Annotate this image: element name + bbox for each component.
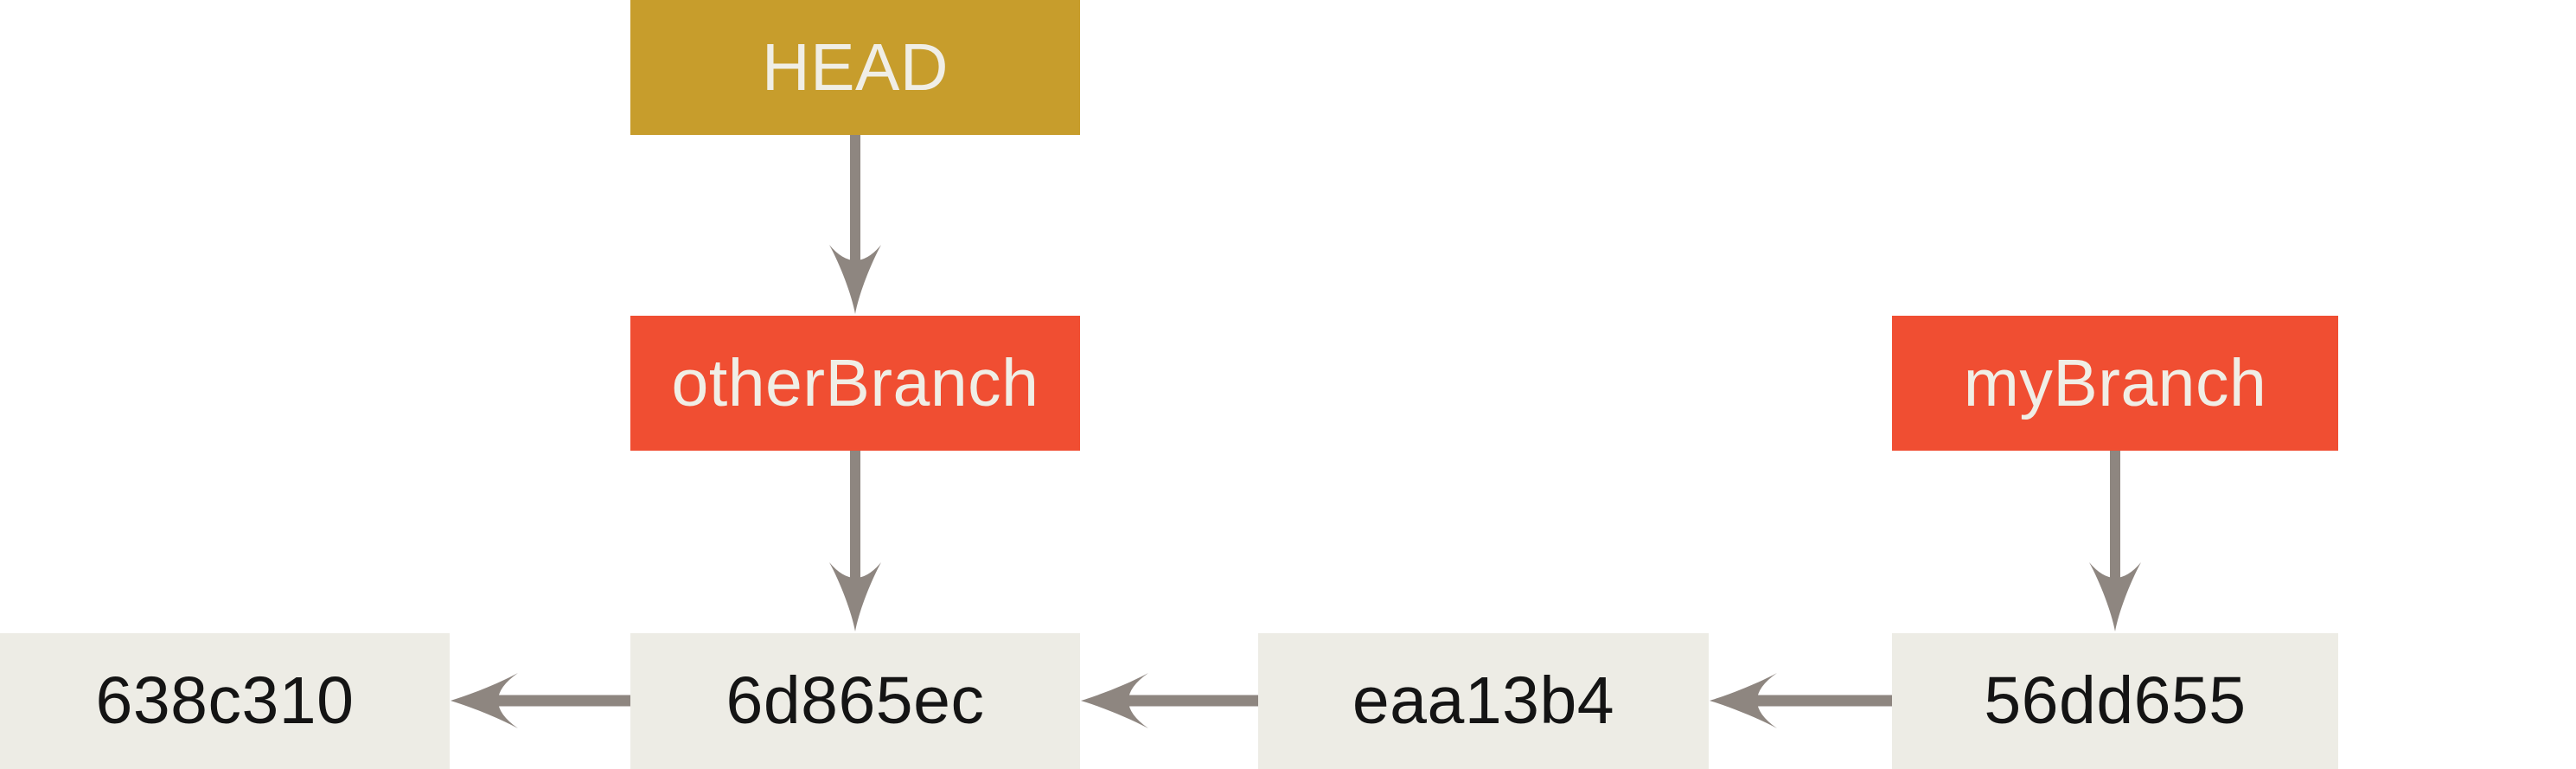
- head-ref-box: HEAD: [630, 0, 1080, 135]
- branch-otherbranch-label: otherBranch: [671, 345, 1039, 420]
- commit-56dd655-box: 56dd655: [1892, 633, 2338, 769]
- commit-638c310-box: 638c310: [0, 633, 450, 769]
- arrow-mybranch-to-56dd655: [2089, 451, 2141, 631]
- arrow-56dd655-to-eaa13b4: [1710, 673, 1892, 728]
- branch-mybranch-label: myBranch: [1963, 345, 2267, 420]
- commit-56dd655-label: 56dd655: [1984, 663, 2247, 738]
- arrow-head-to-otherbranch: [829, 135, 881, 314]
- commit-eaa13b4-box: eaa13b4: [1258, 633, 1709, 769]
- branch-mybranch-box: myBranch: [1892, 316, 2338, 451]
- commit-6d865ec-box: 6d865ec: [630, 633, 1080, 769]
- head-ref-label: HEAD: [762, 29, 949, 105]
- commit-6d865ec-label: 6d865ec: [725, 663, 985, 738]
- branch-otherbranch-box: otherBranch: [630, 316, 1080, 451]
- commit-638c310-label: 638c310: [95, 663, 355, 738]
- arrow-eaa13b4-to-6d865ec: [1081, 673, 1258, 728]
- arrow-6d865ec-to-638c310: [451, 673, 630, 728]
- commit-eaa13b4-label: eaa13b4: [1352, 663, 1615, 738]
- arrow-otherbranch-to-6d865ec: [829, 451, 881, 631]
